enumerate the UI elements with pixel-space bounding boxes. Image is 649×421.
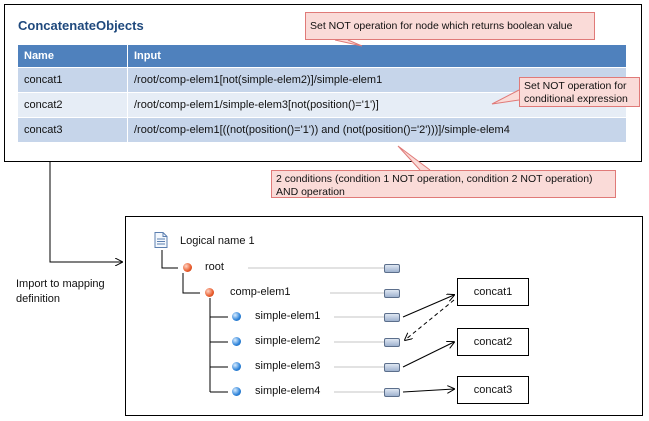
target-concat3[interactable]: concat3 bbox=[457, 376, 529, 404]
row-name: concat3 bbox=[18, 117, 128, 142]
table-row: concat3 /root/comp-elem1[((not(position(… bbox=[18, 117, 627, 142]
objects-table: Name Input concat1 /root/comp-elem1[not(… bbox=[18, 45, 627, 142]
column-header-name: Name bbox=[18, 45, 128, 68]
node-simple-elem3: simple-elem3 bbox=[255, 360, 321, 372]
callout-text: Set NOT operation for node which returns… bbox=[310, 20, 573, 32]
simple-node-icon bbox=[232, 312, 241, 321]
port-simple-elem4[interactable] bbox=[384, 388, 400, 397]
callout-text: Set NOT operation for conditional expres… bbox=[524, 80, 628, 105]
port-simple-elem3[interactable] bbox=[384, 363, 400, 372]
node-root: root bbox=[205, 261, 224, 273]
port-simple-elem1[interactable] bbox=[384, 313, 400, 322]
document-icon bbox=[154, 232, 168, 253]
comp-node-icon bbox=[205, 288, 214, 297]
import-label: Import to mapping definition bbox=[16, 278, 105, 305]
row-input: /root/comp-elem1[((not(position()='1')) … bbox=[127, 117, 627, 142]
simple-node-icon bbox=[232, 387, 241, 396]
callout-text: 2 conditions (condition 1 NOT operation,… bbox=[276, 173, 593, 198]
root-node-icon bbox=[183, 263, 192, 272]
port-root[interactable] bbox=[384, 264, 400, 273]
node-simple-elem4: simple-elem4 bbox=[255, 385, 321, 397]
callout-not-boolean: Set NOT operation for node which returns… bbox=[305, 12, 595, 40]
callout-not-conditional: Set NOT operation for conditional expres… bbox=[519, 77, 640, 107]
logical-name-label: Logical name 1 bbox=[180, 235, 255, 247]
simple-node-icon bbox=[232, 362, 241, 371]
column-header-input: Input bbox=[127, 45, 627, 68]
node-simple-elem2: simple-elem2 bbox=[255, 335, 321, 347]
node-comp-elem1: comp-elem1 bbox=[230, 286, 291, 298]
port-simple-elem2[interactable] bbox=[384, 338, 400, 347]
row-name: concat1 bbox=[18, 67, 128, 93]
table-row: concat1 /root/comp-elem1[not(simple-elem… bbox=[18, 67, 627, 93]
node-simple-elem1: simple-elem1 bbox=[255, 310, 321, 322]
target-concat2[interactable]: concat2 bbox=[457, 328, 529, 356]
target-concat1[interactable]: concat1 bbox=[457, 278, 529, 306]
simple-node-icon bbox=[232, 337, 241, 346]
row-name: concat2 bbox=[18, 92, 128, 118]
callout-and-operation: 2 conditions (condition 1 NOT operation,… bbox=[271, 170, 616, 198]
panel-title: ConcatenateObjects bbox=[18, 18, 144, 33]
port-comp-elem1[interactable] bbox=[384, 289, 400, 298]
